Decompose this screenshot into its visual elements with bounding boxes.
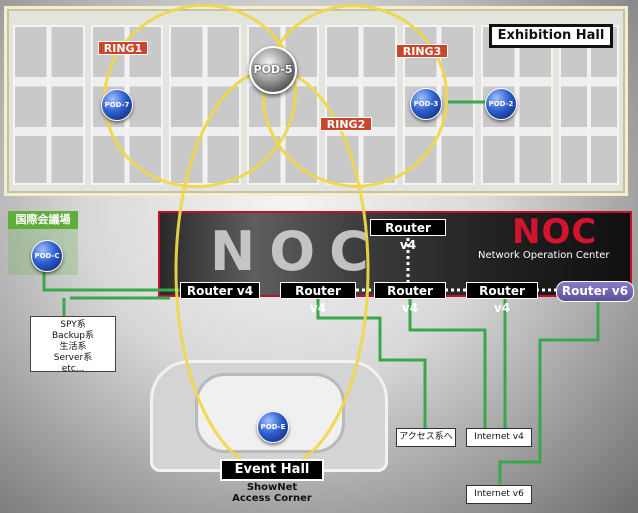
pod-3-node: POD-3 <box>410 88 442 120</box>
service-line: 生活系 <box>59 342 87 352</box>
hall-block <box>169 25 241 185</box>
pod-5-node: POD-5 <box>249 46 297 94</box>
pod-c-node: POD-C <box>31 240 63 272</box>
ring1-tag: RING1 <box>98 41 148 55</box>
router-v4-1: Router v4 <box>180 282 260 299</box>
pod-2-node: POD-2 <box>485 88 517 120</box>
pod-e-node: POD-E <box>257 411 289 443</box>
noc-subtitle: Network Operation Center <box>478 250 610 261</box>
ring2-tag: RING2 <box>320 117 372 131</box>
service-list-box: SPY系 Backup系 生活系 Server系 etc... <box>30 316 116 374</box>
internet-v4-box: Internet v4 <box>466 428 532 447</box>
noc-background-text: NOC <box>210 220 383 283</box>
shownet-caption: ShowNet Access Corner <box>222 482 322 504</box>
router-v6: Router v6 <box>556 281 634 302</box>
router-v4-3: Router v4 <box>374 282 446 315</box>
link-internet-v6 <box>498 300 600 484</box>
hall-block <box>559 25 619 185</box>
noc-title: NOC <box>512 212 598 252</box>
internet-v6-box: Internet v6 <box>466 485 532 504</box>
hall-block <box>13 25 85 185</box>
router-v4-top: Router v4 <box>370 219 446 252</box>
router-v4-4: Router v4 <box>466 282 538 315</box>
link-access <box>316 298 427 428</box>
ring3-tag: RING3 <box>396 44 448 58</box>
green-links <box>42 100 600 484</box>
access-box: アクセス系へ <box>396 428 456 447</box>
service-line: Server系 <box>53 353 93 363</box>
shownet-caption-line1: ShowNet <box>246 482 298 493</box>
shownet-caption-line2: Access Corner <box>232 493 312 504</box>
service-line: etc... <box>61 364 85 374</box>
kokusai-label: 国際会議場 <box>8 211 78 229</box>
event-hall-label: Event Hall <box>220 459 324 481</box>
link-podc-router <box>42 268 180 292</box>
service-line: SPY系 <box>60 320 86 330</box>
service-line: Backup系 <box>52 331 94 341</box>
exhibition-hall-label: Exhibition Hall <box>489 24 613 48</box>
router-v4-2: Router v4 <box>280 282 356 315</box>
link-internet-v4-a <box>408 298 487 428</box>
pod-7-node: POD-7 <box>101 89 133 121</box>
